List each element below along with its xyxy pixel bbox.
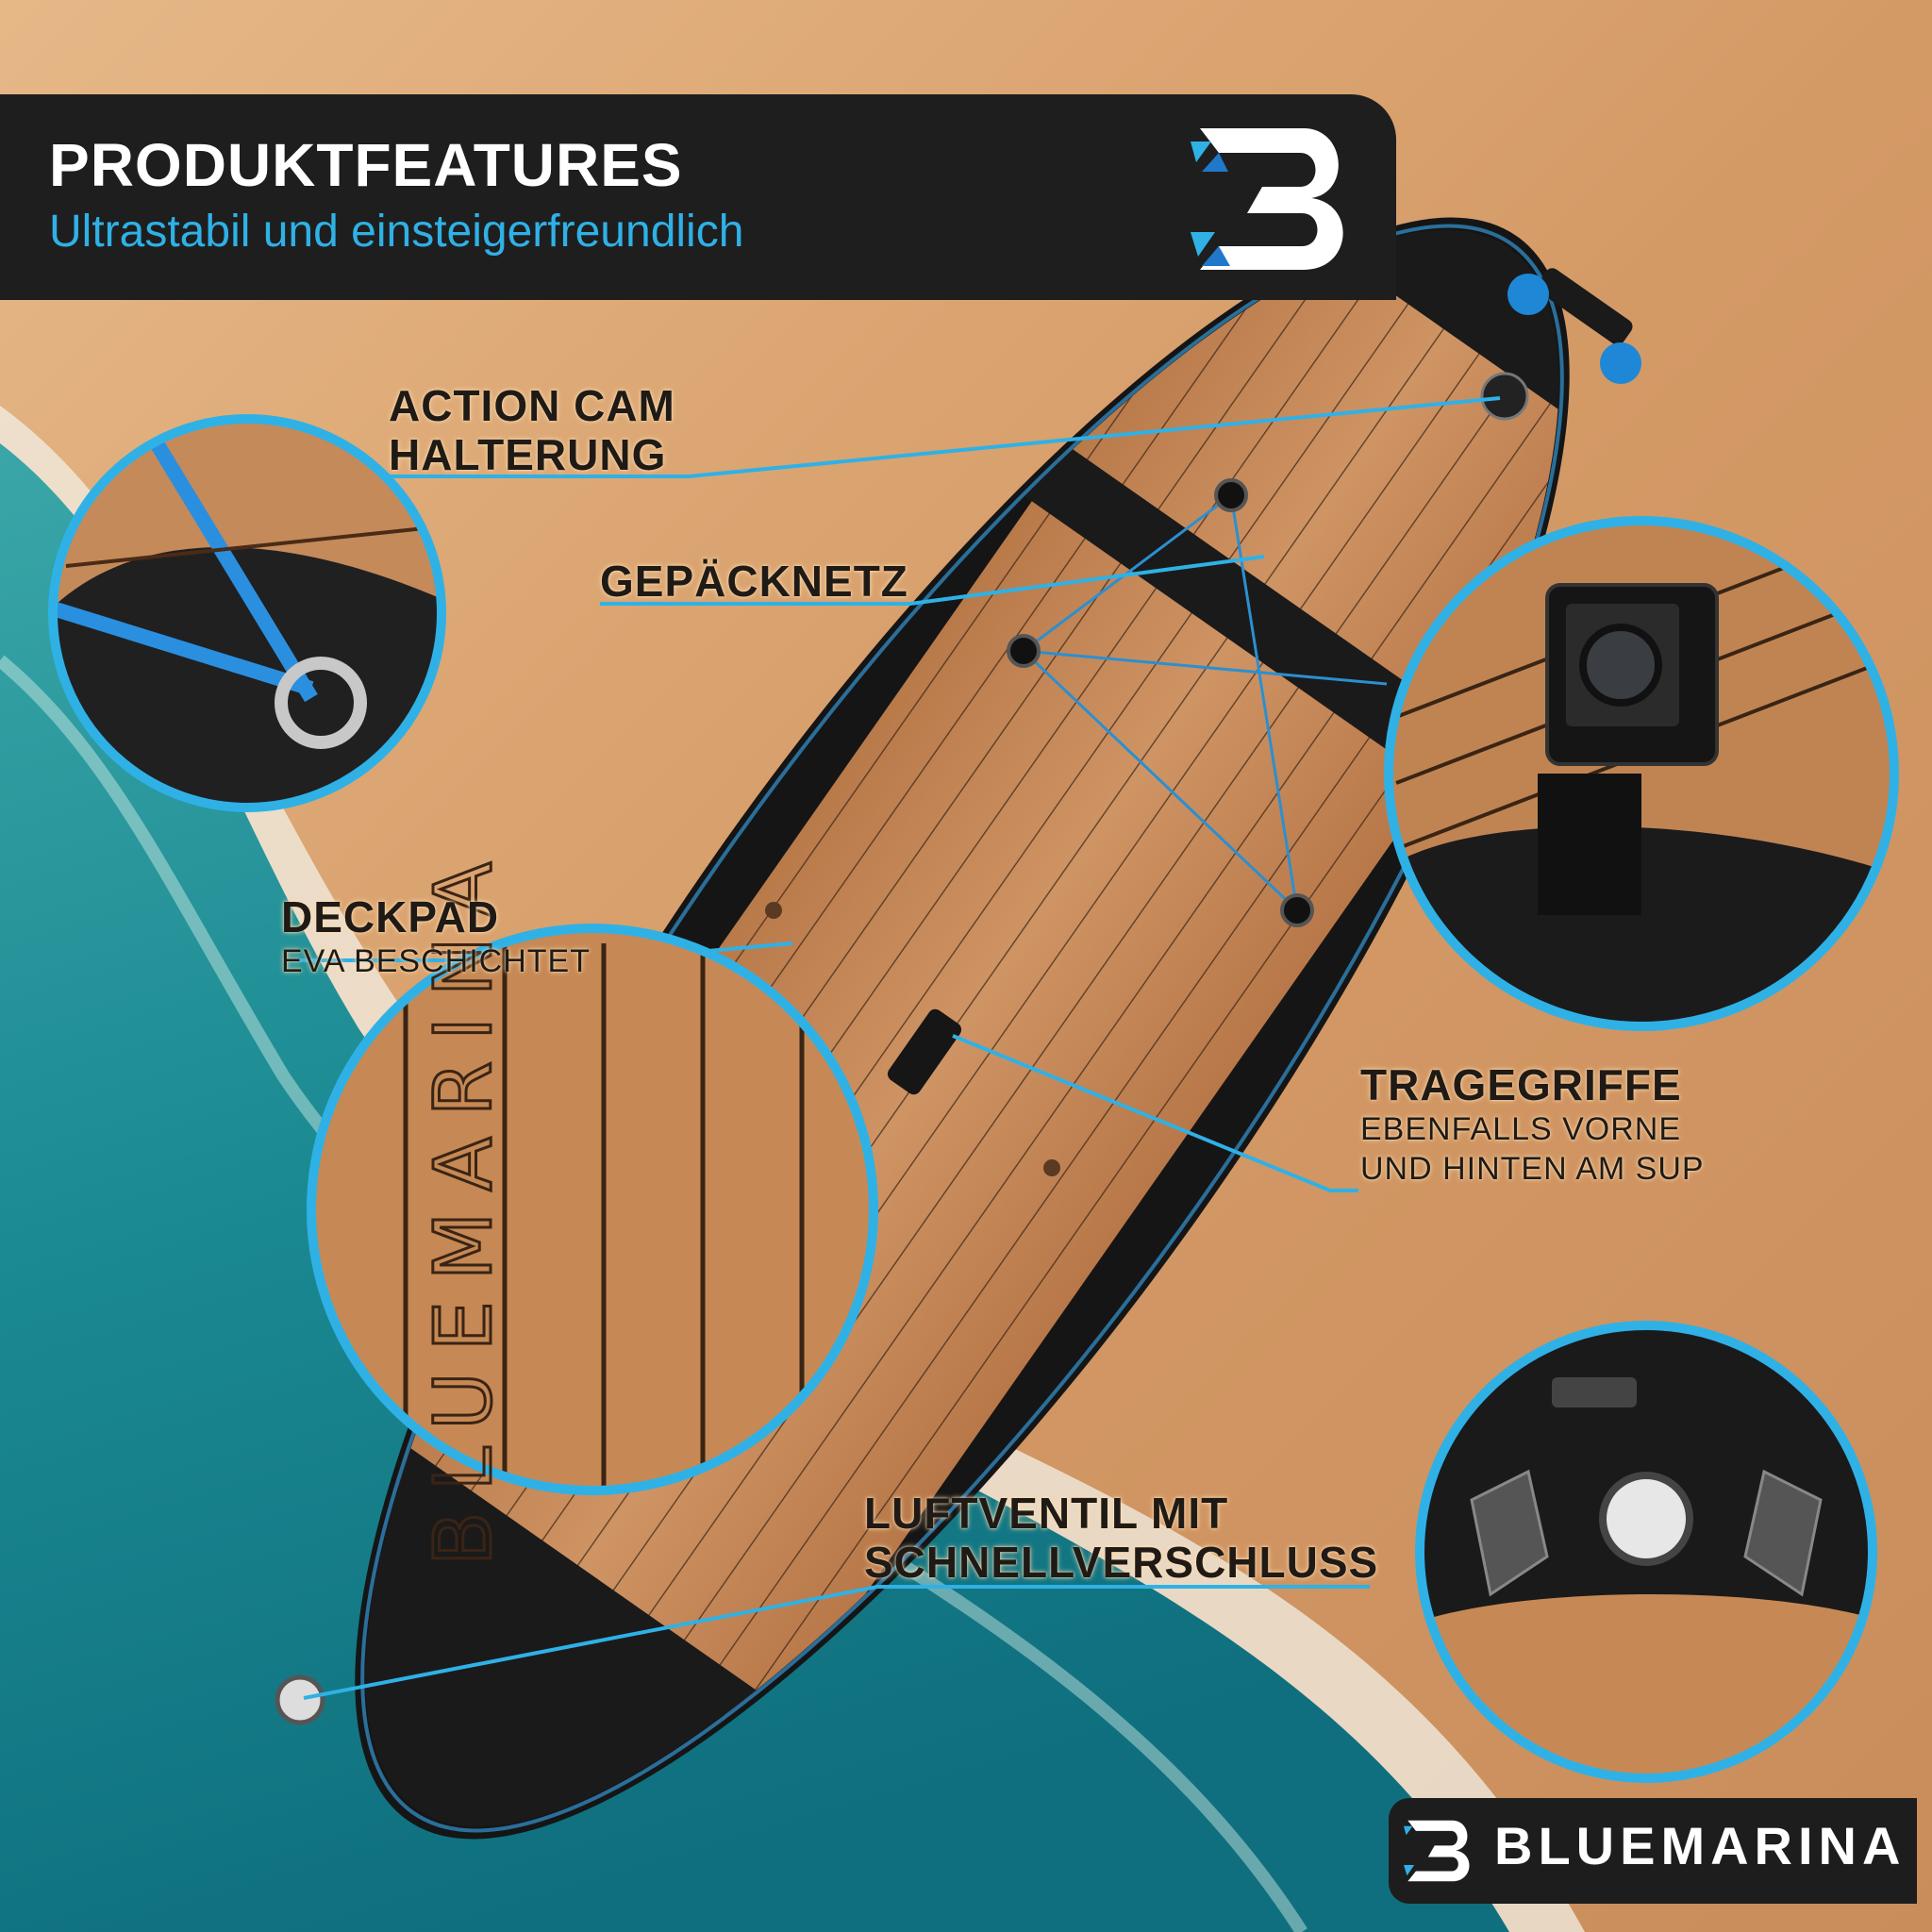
action-cam-line1: ACTION CAM: [389, 381, 675, 430]
feature-label-action-cam: ACTION CAM HALTERUNG: [389, 381, 675, 479]
brand-footer: [1389, 1798, 1917, 1904]
page-title: PRODUKTFEATURES: [49, 131, 683, 199]
detail-circle-action-cam: [1384, 516, 1899, 1031]
air-valve-line1: LUFTVENTIL MIT: [864, 1489, 1229, 1538]
action-cam-mount: [1480, 372, 1529, 421]
page-subtitle: Ultrastabil und einsteigerfreundlich: [49, 207, 744, 257]
header-banner: [0, 94, 1396, 300]
camera-lens-icon: [1579, 624, 1662, 707]
leader-lines: [283, 396, 1501, 1700]
front-handle: [1507, 268, 1641, 384]
detail-circle-valve: [1415, 1321, 1877, 1783]
deckpad-title: DECKPAD: [281, 892, 500, 941]
handles-subtitle-line2: UND HINTEN AM SUP: [1360, 1151, 1705, 1187]
detail-circle-d-ring: [48, 414, 446, 812]
board-brand-print: BLUEMARINA: [417, 841, 509, 1566]
carry-handle: [887, 1008, 962, 1095]
handles-subtitle-line1: EBENFALLS VORNE: [1360, 1111, 1682, 1147]
bluemarina-b-logo-icon: [1191, 128, 1343, 270]
brand-name: BLUEMARINA: [1494, 1816, 1907, 1875]
detail-circle-deckpad: [307, 924, 878, 1495]
air-valve: [275, 1674, 325, 1725]
luggage-net-line1: GEPÄCKNETZ: [600, 557, 908, 606]
feature-label-air-valve: LUFTVENTIL MIT SCHNELLVERSCHLUSS: [864, 1489, 1378, 1587]
bluemarina-b-logo-icon: [1404, 1820, 1470, 1882]
feature-label-luggage-net: GEPÄCKNETZ: [600, 557, 908, 606]
feature-label-handles: TRAGEGRIFFE EBENFALLS VORNE UND HINTEN A…: [1360, 1060, 1705, 1189]
air-valve-line2: SCHNELLVERSCHLUSS: [864, 1538, 1379, 1587]
deckpad-subtitle: EVA BESCHICHTET: [281, 943, 591, 979]
handles-title: TRAGEGRIFFE: [1360, 1060, 1682, 1109]
feature-label-deckpad: DECKPAD EVA BESCHICHTET: [281, 892, 591, 981]
action-cam-line2: HALTERUNG: [389, 430, 667, 479]
